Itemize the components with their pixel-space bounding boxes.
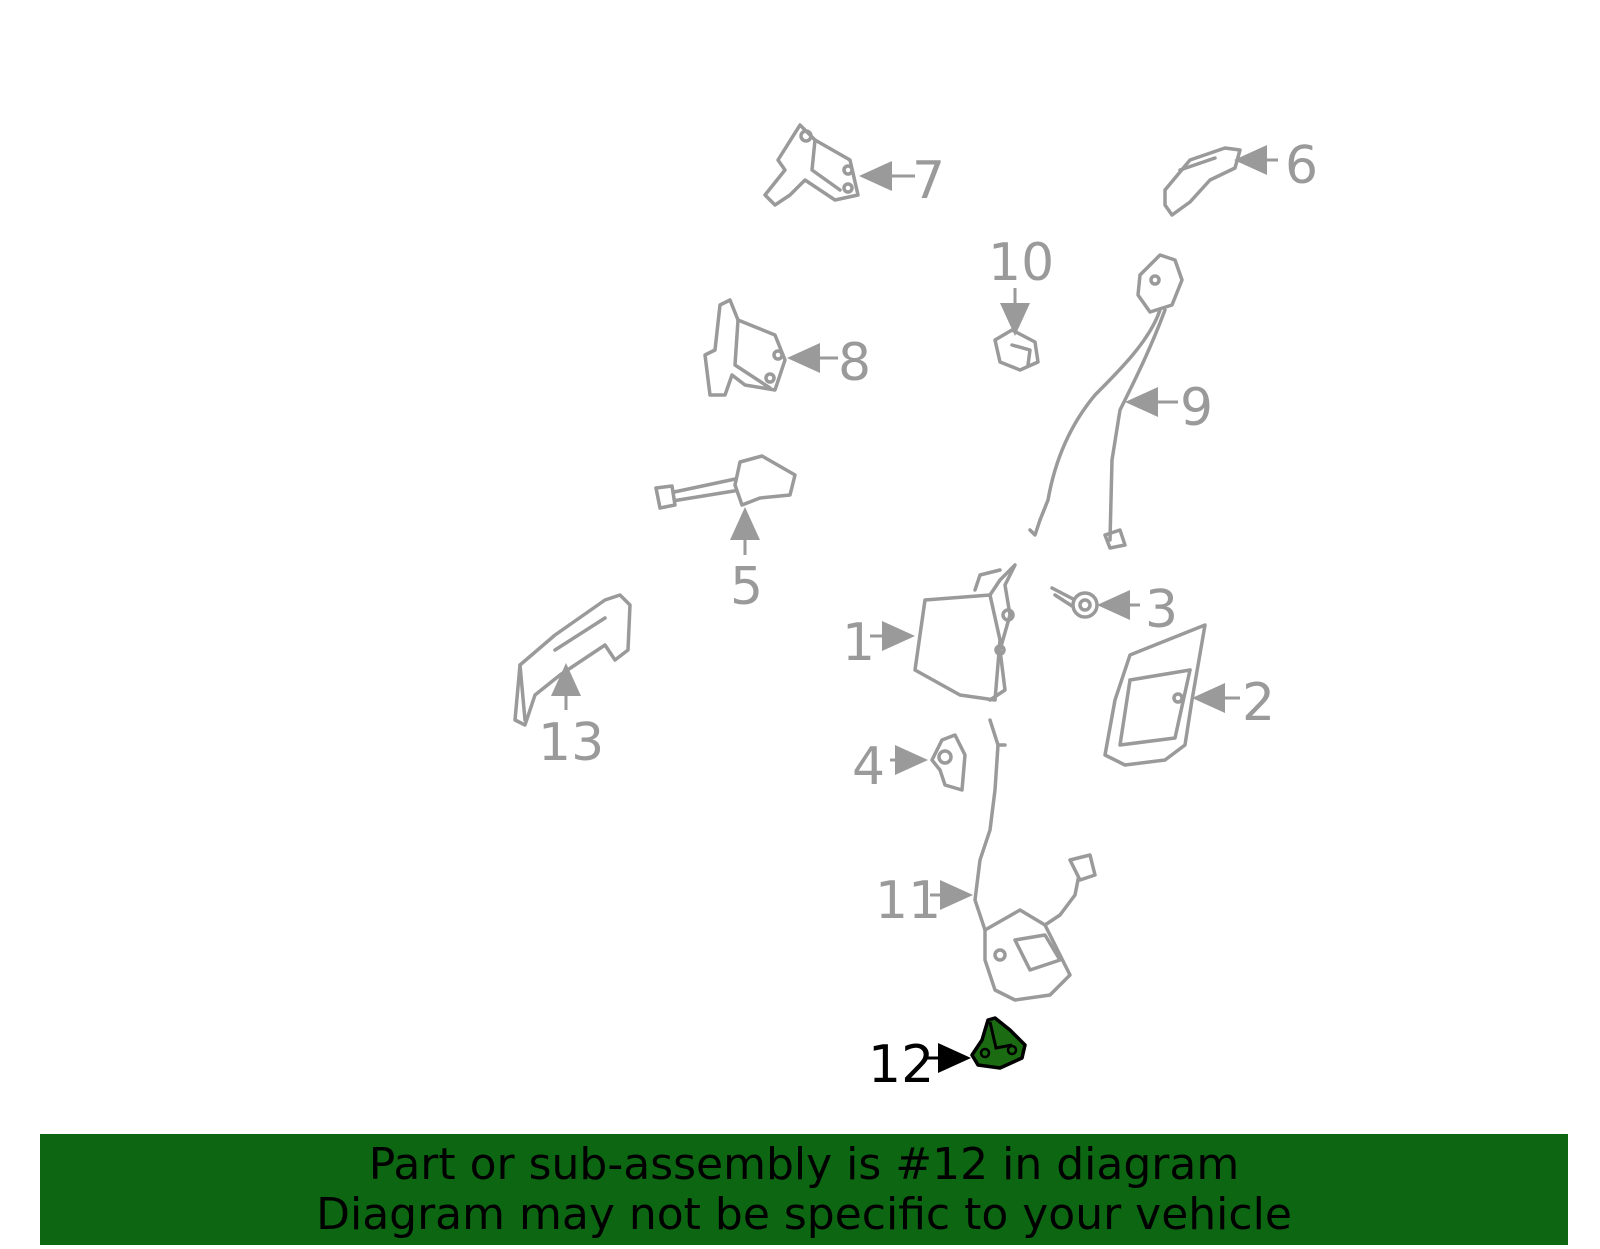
part-8-hinge	[703, 298, 838, 397]
part-4-bumper	[890, 733, 967, 792]
callout-12: 12	[868, 1035, 934, 1095]
part-7-hinge	[763, 123, 915, 207]
banner-line-2: Diagram may not be specific to your vehi…	[316, 1188, 1292, 1240]
banner-background	[40, 1134, 1568, 1245]
callout-4: 4	[852, 737, 885, 797]
part-9-cable	[1028, 253, 1184, 550]
callout-7: 7	[912, 151, 945, 211]
part-1-latch	[870, 563, 1017, 702]
part-2-cover	[1103, 623, 1240, 767]
callout-6: 6	[1285, 136, 1318, 196]
callout-13: 13	[538, 713, 604, 773]
part-5-check	[654, 454, 797, 555]
banner-line-1: Part or sub-assembly is #12 in diagram	[368, 1138, 1240, 1190]
callout-8: 8	[838, 333, 871, 393]
callout-11: 11	[875, 871, 941, 931]
callout-10: 10	[988, 233, 1054, 293]
part-11-latch	[930, 718, 1097, 1002]
part-10-bumper	[993, 288, 1040, 372]
callout-2: 2	[1242, 673, 1275, 733]
part-12-striker	[925, 1016, 1027, 1073]
part-6-handle	[1163, 145, 1278, 217]
part-3-screw	[1050, 586, 1140, 620]
callout-9: 9	[1180, 378, 1213, 438]
part-13-cover	[513, 593, 632, 727]
callout-5: 5	[730, 557, 763, 617]
callout-3: 3	[1145, 580, 1178, 640]
info-banner: Part or sub-assembly is #12 in diagram D…	[40, 1134, 1568, 1245]
callout-1: 1	[842, 613, 875, 673]
